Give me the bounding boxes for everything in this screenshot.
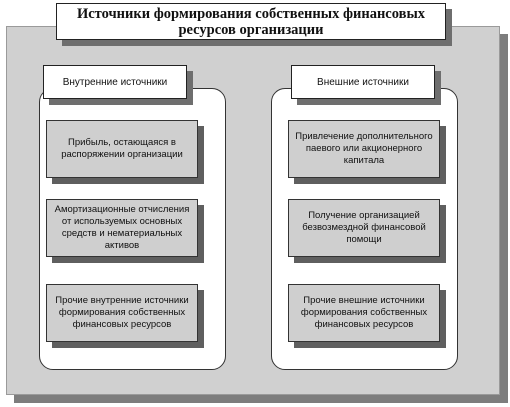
diagram-title: Источники формирования собственных финан… — [56, 3, 446, 40]
external-source-item: Прочие внешние источники формирования со… — [288, 284, 440, 342]
internal-source-item: Прибыль, остающаяся в распоряжении орган… — [46, 120, 198, 178]
external-source-item: Привлечение дополнительного паевого или … — [288, 120, 440, 178]
internal-source-item: Амортизационные отчисления от используем… — [46, 199, 198, 257]
external-sources-header: Внешние источники — [291, 65, 435, 99]
internal-sources-header: Внутренние источники — [43, 65, 187, 99]
internal-source-item: Прочие внутренние источники формирования… — [46, 284, 198, 342]
external-source-item: Получение организацией безвозмездной фин… — [288, 199, 440, 257]
